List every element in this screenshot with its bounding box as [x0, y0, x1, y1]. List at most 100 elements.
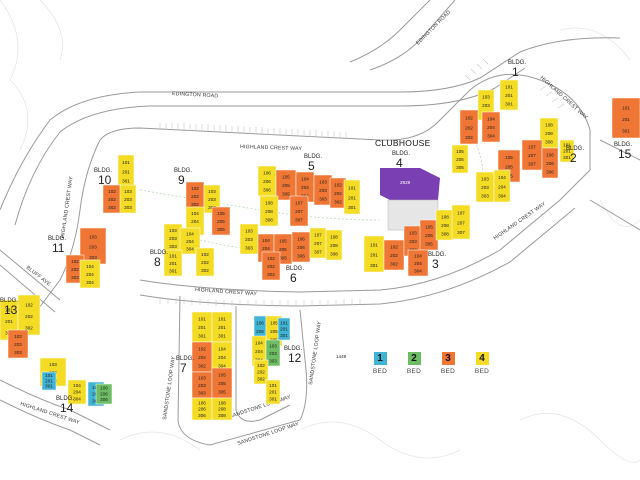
bldg-word-b11: BLDG.	[48, 236, 66, 242]
unit-number: 306	[263, 188, 271, 193]
unit-number: 101	[218, 317, 226, 322]
unit-number: 206	[256, 329, 264, 334]
unit-number: 303	[14, 350, 22, 355]
unit-number: 102	[71, 259, 79, 264]
unit-number: 102	[267, 256, 275, 261]
unit-block-38[interactable]	[459, 109, 479, 145]
unit-number: 308	[545, 140, 553, 145]
unit-number: 101	[269, 383, 277, 388]
unit-number: 106	[198, 400, 206, 405]
unit-block-27[interactable]	[325, 229, 343, 261]
bldg-word-b13: BLDG.	[0, 298, 18, 304]
unit-block-17[interactable]	[79, 259, 101, 289]
unit-number: 302	[201, 268, 209, 273]
unit-block-47[interactable]	[493, 169, 511, 203]
unit-block-71[interactable]	[95, 383, 113, 405]
unit-number: 206	[297, 245, 305, 250]
unit-block-2[interactable]	[119, 184, 137, 214]
unit-number: 302	[267, 272, 275, 277]
unit-block-36[interactable]	[499, 79, 519, 111]
unit-number: 201	[45, 378, 53, 383]
unit-number: 102	[198, 347, 206, 352]
unit-block-15[interactable]	[79, 227, 107, 265]
unit-number: 103	[481, 177, 489, 182]
road-label-highland-top: HIGHLAND CREST WAY	[240, 144, 303, 152]
bldg-number-b10: 10	[98, 173, 112, 187]
unit-number: 105	[218, 373, 226, 378]
unit-block-68[interactable]	[41, 371, 57, 391]
bldg-word-b8: BLDG.	[150, 250, 168, 256]
unit-number: 202	[390, 253, 398, 258]
clubhouse-bldg-word: BLDG.	[392, 151, 410, 157]
unit-block-13[interactable]	[259, 195, 279, 227]
unit-number: 301	[122, 178, 130, 183]
unit-number: 306	[198, 413, 206, 418]
unit-block-34[interactable]	[451, 204, 471, 240]
roads	[0, 0, 640, 446]
unit-block-21[interactable]	[195, 247, 215, 277]
legend-swatch-3-bed: 3	[441, 352, 455, 365]
unit-number: 205	[425, 233, 433, 238]
unit-number: 206	[198, 407, 206, 412]
unit-number: 301	[269, 397, 277, 402]
unit-number: 103	[124, 189, 132, 194]
unit-number: 201	[198, 325, 206, 330]
unit-block-65[interactable]	[253, 359, 269, 385]
unit-number: 202	[108, 197, 116, 202]
unit-number: 204	[262, 246, 270, 251]
unit-number: 105	[279, 239, 287, 244]
unit-block-28[interactable]	[261, 251, 281, 281]
unit-number: 304	[498, 193, 506, 198]
legend-label-2-bed: BED	[406, 368, 422, 375]
unit-block-40[interactable]	[451, 144, 469, 174]
road-label-edington-mid: EDINGTON ROAD	[172, 91, 219, 99]
unit-number: 202	[267, 264, 275, 269]
unit-block-59[interactable]	[211, 397, 233, 421]
unit-number: 204	[191, 219, 199, 224]
unit-number: 102	[257, 363, 265, 368]
unit-block-69[interactable]	[67, 379, 87, 405]
unit-number: 103	[269, 343, 277, 348]
bldg-number-b15: 15	[618, 147, 632, 161]
unit-block-43[interactable]	[541, 147, 559, 179]
unit-block-39[interactable]	[481, 111, 501, 143]
unit-number: 105	[282, 175, 290, 180]
clubhouse-label: CLUBHOUSE	[375, 138, 431, 148]
unit-block-64[interactable]	[265, 339, 281, 367]
legend-item-4-bed: 4 BED	[470, 352, 494, 375]
unit-number: 307	[295, 218, 303, 223]
unit-number: 103	[89, 234, 97, 239]
unit-block-66[interactable]	[265, 379, 281, 405]
unit-number: 201	[269, 390, 277, 395]
unit-number: 305	[282, 192, 290, 197]
unit-number: 202	[334, 191, 342, 196]
bedroom-legend: 1 BED 2 BED 3 BED 4 BED	[368, 352, 494, 375]
unit-block-51[interactable]	[7, 329, 29, 359]
unit-block-48[interactable]	[611, 97, 640, 139]
unit-block-14[interactable]	[289, 195, 309, 227]
unit-number: 301	[45, 383, 53, 388]
clubhouse-building[interactable]	[380, 168, 440, 205]
unit-number: 103	[319, 180, 327, 185]
unit-block-35[interactable]	[407, 249, 429, 277]
unit-number: 204	[218, 355, 226, 360]
unit-block-20[interactable]	[163, 249, 183, 277]
bldg-number-b7: 7	[180, 361, 187, 375]
clubhouse[interactable]: CLUBHOUSE BLDG. 4 2929	[375, 138, 440, 231]
unit-block-44[interactable]	[559, 139, 575, 163]
bldg-number-b2: 2	[570, 151, 577, 165]
unit-number: 304	[487, 134, 495, 139]
unit-number: 301	[370, 263, 378, 268]
unit-number: 105	[456, 149, 464, 154]
road-label-highland-left: HIGHLAND CREST WAY	[60, 176, 75, 239]
unit-block-19[interactable]	[179, 227, 201, 255]
unit-number: 104	[255, 341, 263, 346]
unit-block-6[interactable]	[211, 206, 231, 236]
clubhouse-bldg-number: 4	[396, 156, 403, 170]
unit-number: 301	[280, 333, 288, 338]
unit-block-62[interactable]	[277, 317, 291, 341]
unit-number: 104	[414, 253, 422, 258]
unit-block-50[interactable]	[17, 294, 41, 336]
unit-block-12[interactable]	[343, 179, 361, 215]
